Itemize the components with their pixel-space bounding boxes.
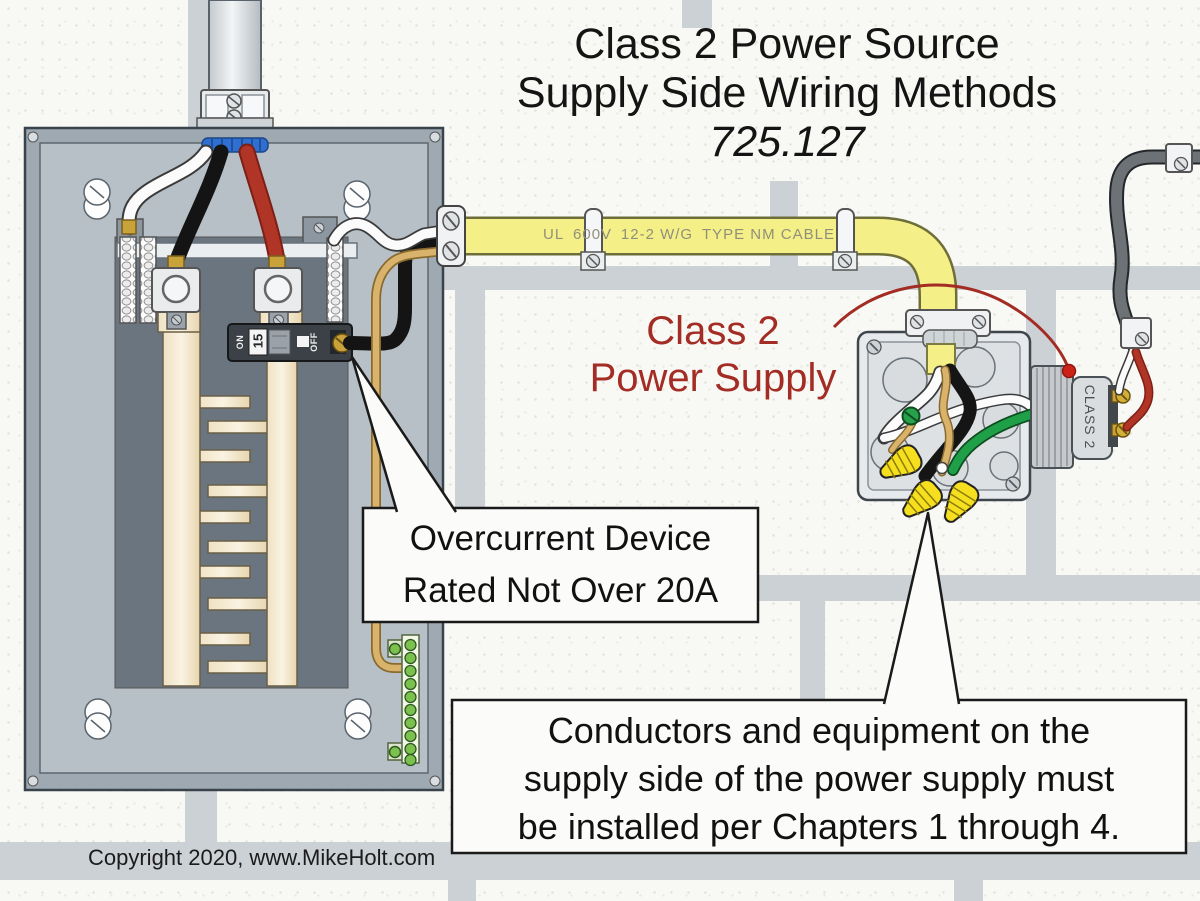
overcurrent-line-2: Rated Not Over 20A <box>402 571 719 610</box>
class2-device <box>1030 365 1131 469</box>
breaker-on-label: ON <box>235 334 245 350</box>
wire-nut <box>902 478 943 518</box>
wire-nut <box>879 444 923 479</box>
cable-marking-type: TYPE NM CABLE <box>701 226 835 243</box>
copyright-notice: Copyright 2020, www.MikeHolt.com <box>88 845 436 870</box>
callout-overcurrent-shape <box>350 355 760 624</box>
service-conduit <box>196 0 274 131</box>
supply-side-line-1: Conductors and equipment on the <box>547 710 1091 751</box>
nm-connector <box>436 205 466 267</box>
supply-side-line-2: supply side of the power supply must <box>523 758 1115 799</box>
cable-staple <box>580 208 606 271</box>
ps-label-line-1: Class 2 <box>646 309 780 353</box>
title-line-2: Supply Side Wiring Methods <box>516 69 1058 117</box>
panelboard <box>23 126 457 792</box>
overcurrent-line-1: Overcurrent Device <box>409 519 712 558</box>
circuit-breaker <box>227 323 353 362</box>
panel-knockouts <box>83 178 372 740</box>
red-feeder-wire <box>238 143 286 269</box>
title-code-section: 725.127 <box>709 118 865 166</box>
wall-bar <box>437 266 1200 290</box>
cable-staple <box>1165 143 1193 173</box>
box-corner-screws <box>866 339 1021 492</box>
breaker-amp-label: 15 <box>250 333 266 349</box>
panel-corner-screws <box>27 131 441 787</box>
supply-side-line-3: be installed per Chapters 1 through 4. <box>517 806 1121 847</box>
cable-marking-ul: UL <box>543 226 565 243</box>
class2-power-supply-label: Class 2 Power Supply <box>585 308 841 402</box>
class2-device-label: CLASS 2 <box>1082 384 1098 450</box>
white-branch-wire <box>327 217 457 252</box>
ground-wire <box>371 245 455 673</box>
main-lugs <box>151 267 303 330</box>
cable-marking-voltage: 600V <box>573 226 613 243</box>
gray-supply-cable <box>1109 149 1200 432</box>
black-feeder-wire <box>169 144 229 268</box>
wall-bar <box>185 790 217 844</box>
wire-nut <box>943 480 980 523</box>
title-line-1: Class 2 Power Source <box>574 20 1000 68</box>
ground-bar <box>387 634 420 767</box>
bus-bars <box>157 299 303 687</box>
callout-supply-side-shape <box>450 511 1188 855</box>
neutral-feeder-wire <box>121 144 214 230</box>
callout-overcurrent-text: Overcurrent Device Rated Not Over 20A <box>365 513 756 617</box>
label-pointer-arc <box>832 283 1077 379</box>
cable-staple <box>1120 317 1152 349</box>
wall-bar <box>954 880 983 901</box>
wall-bar <box>800 601 825 702</box>
ps-label-line-2: Power Supply <box>589 356 837 400</box>
cable-marking-gauge: 12-2 W/G <box>620 226 694 243</box>
neutral-bars <box>119 236 344 324</box>
nm-cable-marking: UL 600V 12-2 W/G TYPE NM CABLE <box>543 226 835 243</box>
diagram-title: Class 2 Power Source Supply Side Wiring … <box>437 20 1137 167</box>
wall-bar <box>448 880 476 901</box>
callout-supply-side-text: Conductors and equipment on the supply s… <box>454 707 1184 851</box>
cable-staple <box>832 208 858 271</box>
nm-cable <box>436 205 958 322</box>
junction-box <box>856 309 1046 523</box>
breaker-off-label: OFF <box>309 332 319 352</box>
box-conductors <box>877 363 1046 483</box>
wall-bar <box>682 0 712 28</box>
